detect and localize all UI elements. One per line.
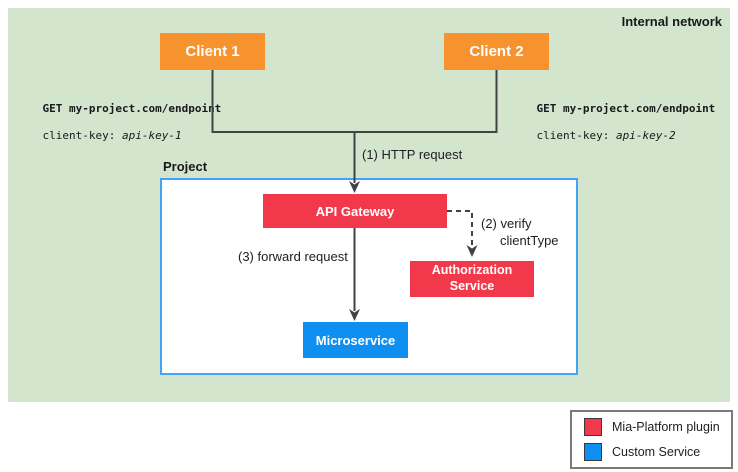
project-label: Project	[163, 159, 208, 174]
client-1-request-text: GET my-project.com/endpoint client-key: …	[16, 88, 222, 156]
client-1-key-value: api-key-1	[121, 128, 182, 142]
forward-request-label: (3) forward request	[238, 249, 348, 264]
client-2-node: Client 2	[444, 33, 549, 70]
client-1-node: Client 1	[160, 33, 265, 70]
legend-row-plugin: Mia-Platform plugin	[584, 418, 731, 436]
custom-service-swatch-icon	[584, 443, 602, 461]
api-gateway-label: API Gateway	[315, 203, 395, 219]
client-1-label: Client 1	[185, 43, 240, 60]
client-2-request-text: GET my-project.com/endpoint client-key: …	[510, 88, 716, 156]
client-1-request-method: GET my-project.com/endpoint	[42, 101, 222, 115]
microservice-node: Microservice	[303, 322, 408, 358]
verify-clienttype-label-line1: (2) verify	[481, 216, 532, 231]
client-2-key-label: client-key:	[536, 128, 616, 142]
client-2-key-value: api-key-2	[615, 128, 676, 142]
client-2-label: Client 2	[469, 43, 524, 60]
verify-clienttype-label-line2: clientType	[500, 233, 559, 248]
internal-network-label: Internal network	[621, 14, 722, 29]
legend-plugin-label: Mia-Platform plugin	[612, 420, 720, 434]
authorization-service-label: Authorization Service	[431, 263, 513, 293]
legend-custom-label: Custom Service	[612, 445, 701, 459]
legend-row-custom: Custom Service	[584, 443, 731, 461]
microservice-label: Microservice	[315, 332, 396, 348]
client-2-request-method: GET my-project.com/endpoint	[536, 101, 716, 115]
authorization-service-node: Authorization Service	[410, 261, 534, 297]
client-1-key-label: client-key:	[42, 128, 122, 142]
http-request-label: (1) HTTP request	[362, 147, 463, 162]
legend-box: Mia-Platform plugin Custom Service	[570, 410, 733, 469]
mia-platform-plugin-swatch-icon	[584, 418, 602, 436]
api-gateway-node: API Gateway	[263, 194, 447, 228]
